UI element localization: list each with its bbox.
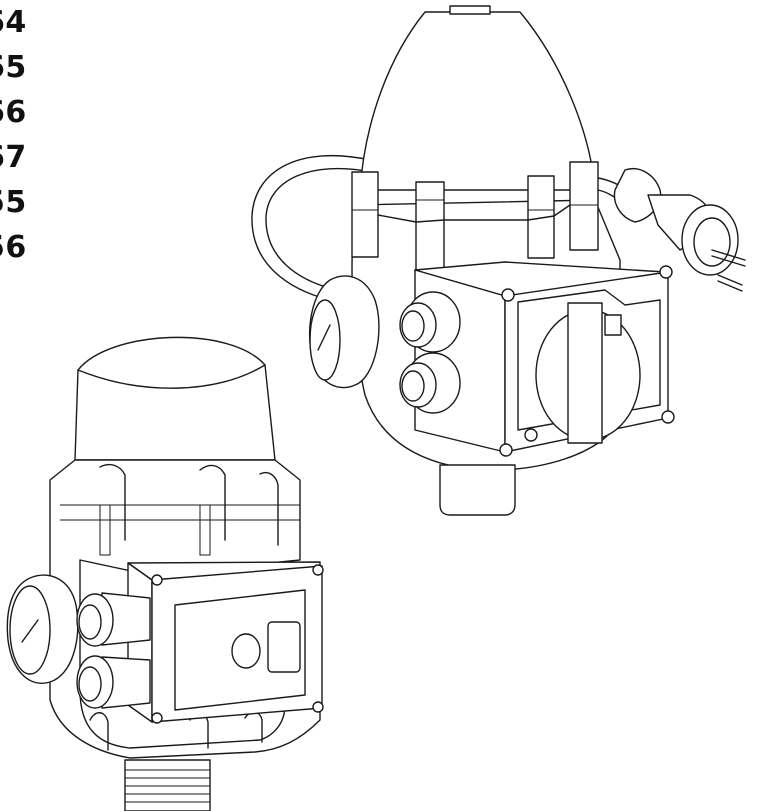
cable-gland-upper: [399, 291, 461, 353]
dome-rim: [77, 364, 266, 389]
controller-dome: [74, 336, 276, 461]
housing-posts: [351, 161, 599, 271]
model-number: 64: [0, 5, 27, 40]
reset-button: [267, 621, 301, 673]
dome-cap: [449, 5, 491, 15]
body-ribs: [49, 463, 301, 751]
plug-pin: [711, 249, 746, 261]
cable-gland-lower: [76, 655, 151, 709]
indicator-light: [231, 633, 261, 669]
threaded-outlet: [124, 759, 211, 811]
indicator-window: [604, 314, 622, 336]
model-number-list: 64 65 66 67 55 56: [0, 0, 27, 270]
plug-face: [693, 217, 731, 267]
plug-pin: [711, 255, 746, 267]
gauge-face: [309, 299, 341, 381]
model-number: 67: [0, 140, 27, 175]
switch-knob: [567, 302, 603, 444]
cable-strain-relief: [613, 168, 662, 223]
bottom-outlet: [439, 464, 516, 516]
model-number: 55: [0, 185, 27, 220]
plug-pin: [717, 274, 743, 286]
housing-screws: [499, 265, 675, 457]
gauge-needle: [317, 324, 331, 351]
model-number: 65: [0, 50, 27, 85]
model-number: 56: [0, 230, 27, 265]
pressure-controller-basic: [6, 336, 324, 811]
cable-gland-upper: [76, 592, 151, 647]
cable-gland-lower: [399, 352, 461, 414]
model-number: 66: [0, 95, 27, 130]
body-belt: [377, 204, 571, 223]
pressure-controller-with-plug: [251, 5, 746, 516]
controller-dome: [359, 11, 596, 191]
gauge-needle: [21, 619, 39, 643]
housing-screws: [151, 564, 324, 724]
plug-pin: [717, 280, 743, 292]
